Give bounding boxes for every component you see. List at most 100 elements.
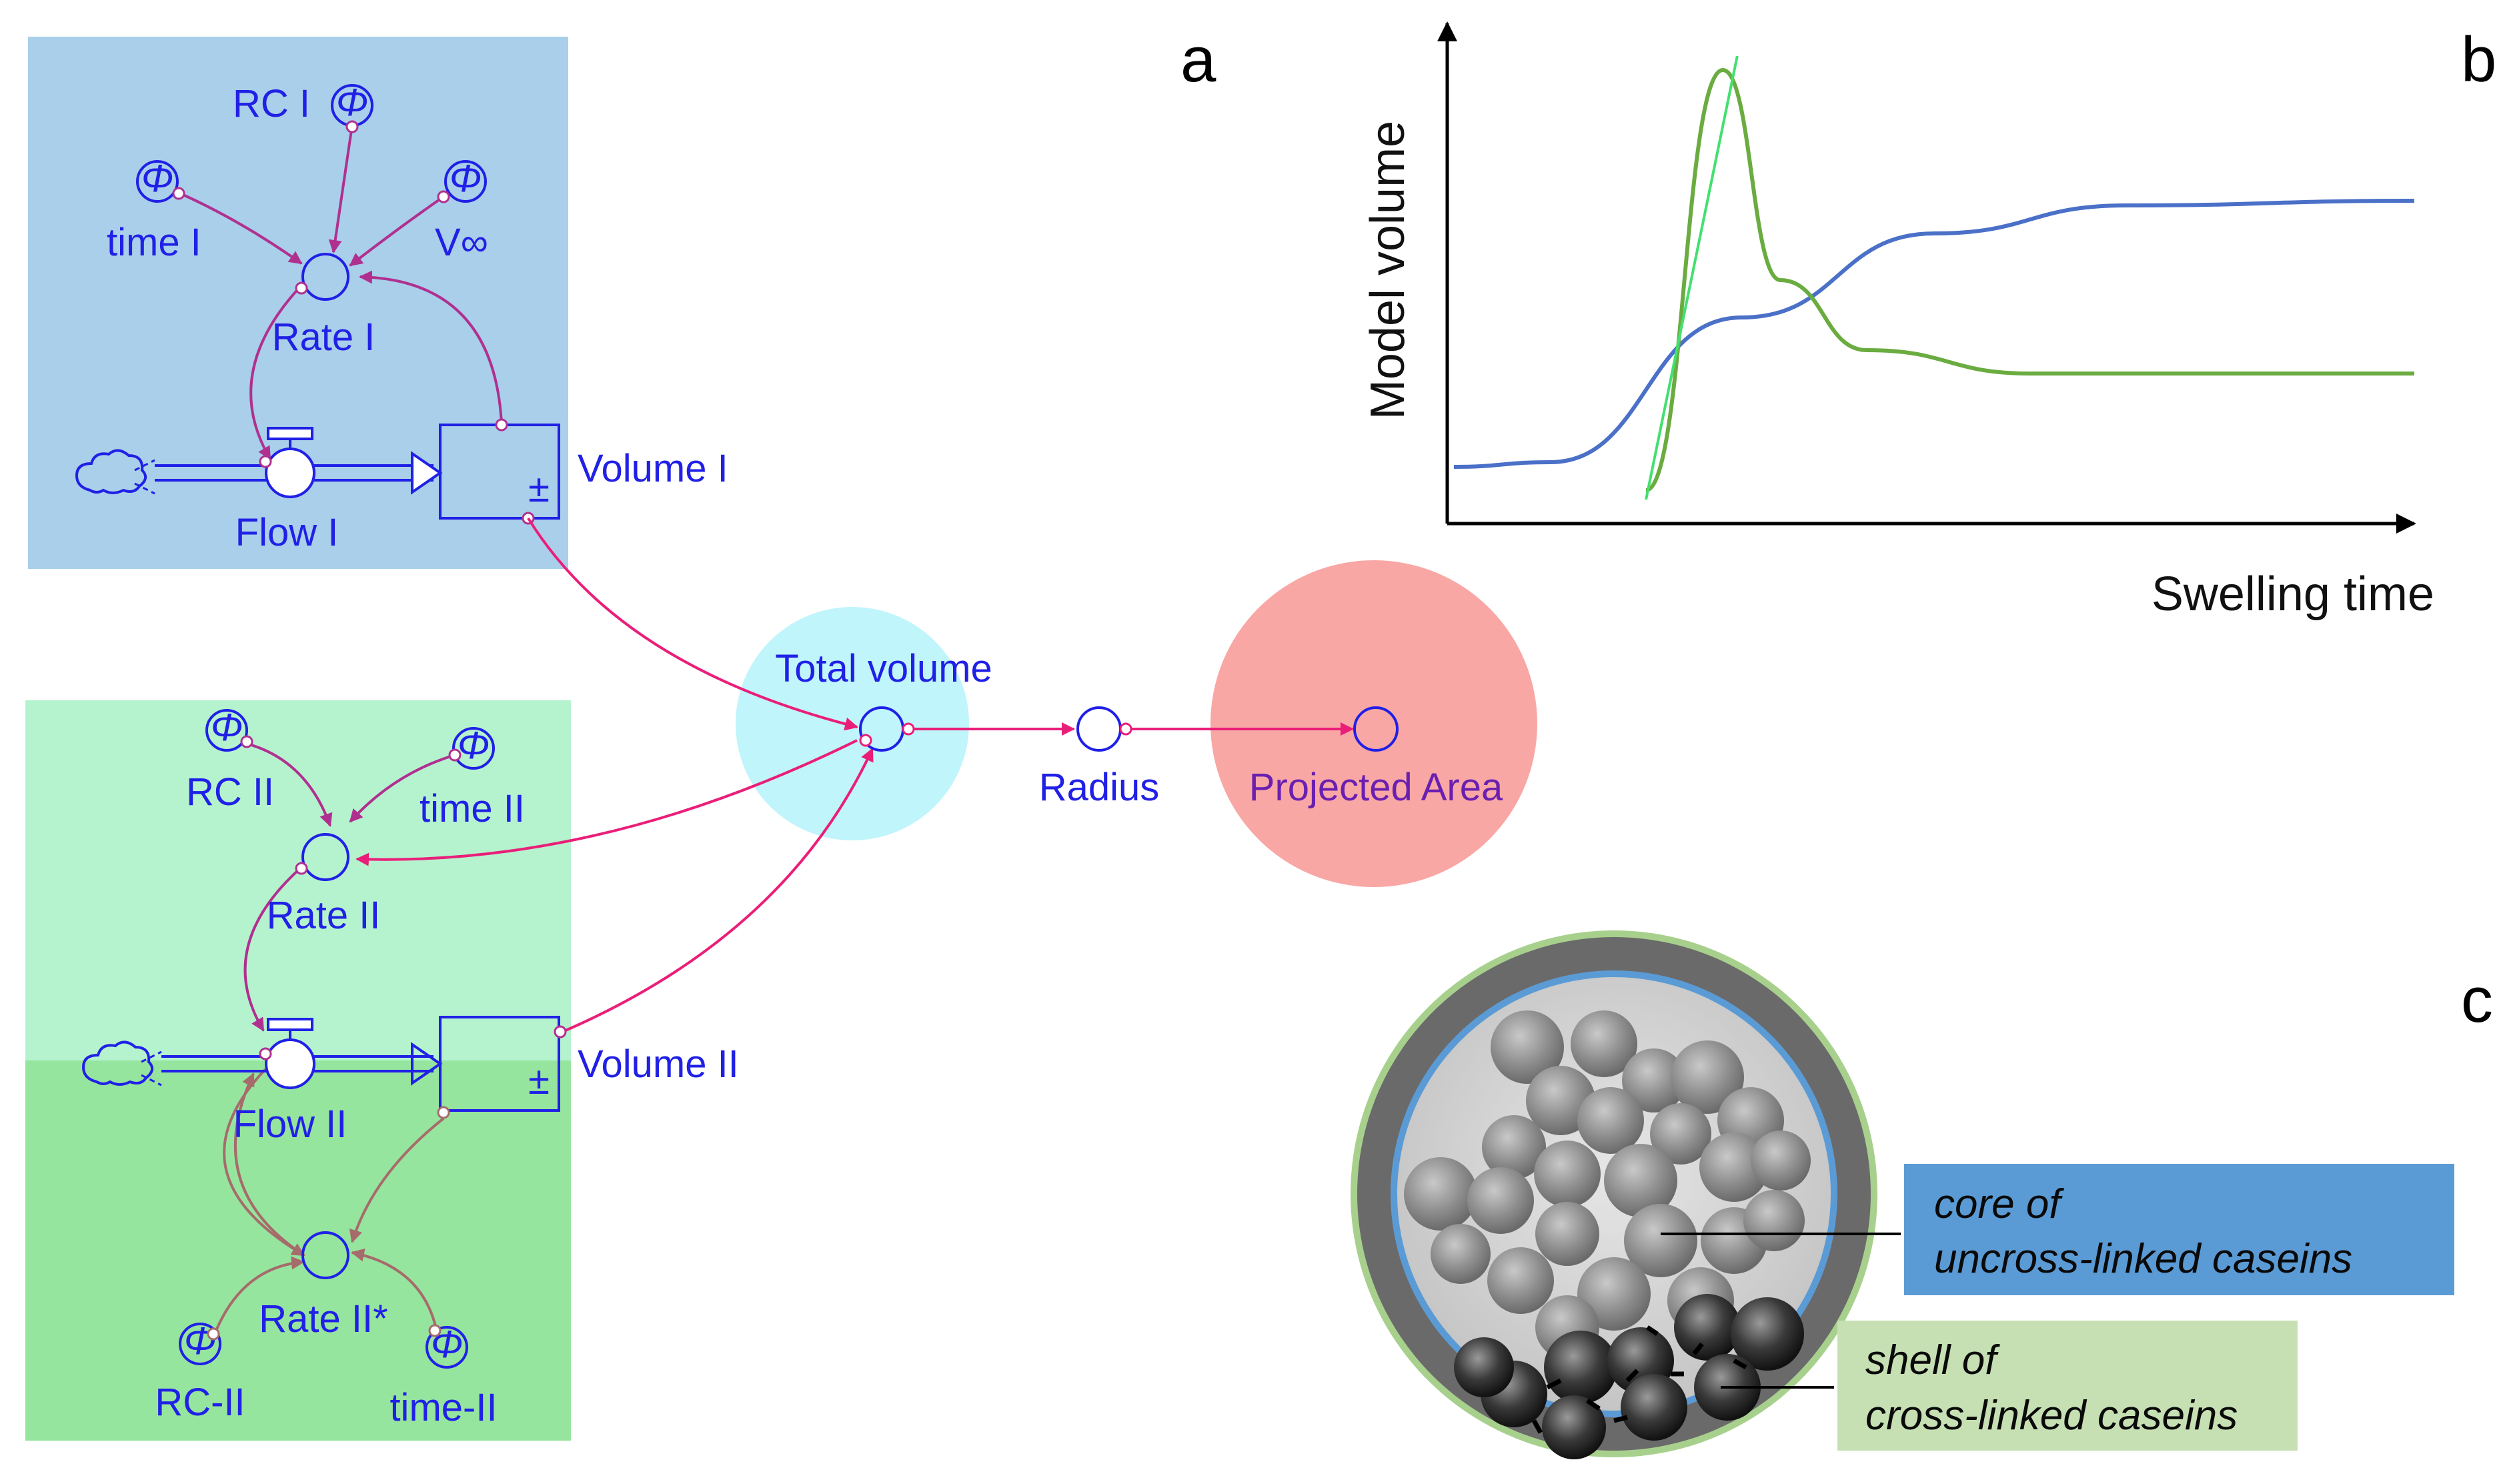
svg-text:Φ: Φ	[211, 706, 243, 749]
shell-label-line1: shell of	[1865, 1337, 2000, 1383]
projected-area-node	[1353, 706, 1399, 752]
volume-i-label: Volume I	[578, 447, 728, 490]
valve-icon	[265, 1038, 315, 1089]
volume-ii-stock: ± Volume II	[437, 1016, 739, 1119]
shell-particle	[1454, 1337, 1514, 1397]
rc-i-label: RC I	[233, 82, 310, 125]
rate-i-aux: Rate I	[272, 253, 375, 359]
svg-text:±: ±	[528, 467, 550, 510]
core-particle	[1487, 1247, 1554, 1314]
shell-particle	[1731, 1297, 1804, 1371]
svg-text:Φ: Φ	[141, 157, 174, 200]
connector-volume-ii-rate-star	[349, 1117, 445, 1243]
panel-label-b: b	[2461, 24, 2496, 95]
total-volume-label: Total volume	[775, 647, 992, 690]
series-line-2	[1645, 67, 2414, 492]
shell-particles	[1454, 1294, 1804, 1459]
rate-ii-aux: Rate II	[267, 833, 381, 937]
flow-i: Flow I	[75, 427, 443, 554]
core-particle	[1404, 1157, 1477, 1231]
crosslink-mark	[1646, 1325, 1659, 1336]
connector-rc-dash	[212, 1256, 305, 1338]
core-particles	[1404, 1010, 1811, 1359]
rc-dash-aux: Φ RC-II	[155, 1319, 245, 1424]
vinf-aux: Φ V∞	[435, 157, 488, 264]
module-ii-top-background	[25, 700, 571, 1060]
shell-particle	[1621, 1374, 1687, 1441]
core-particle	[1671, 1040, 1744, 1114]
panel-label-a: a	[1180, 24, 1216, 95]
core-particle	[1604, 1144, 1677, 1217]
crosslink-mark	[1531, 1419, 1543, 1434]
core-particle	[1650, 1103, 1711, 1165]
rate-ii-label: Rate II	[267, 894, 381, 937]
flow-ii: Flow II	[81, 1018, 443, 1146]
connector-volume-i-rate	[359, 270, 503, 424]
panel-label-c: c	[2461, 964, 2493, 1036]
total-volume-background	[736, 607, 969, 840]
crosslink-mark	[1733, 1358, 1747, 1370]
volume-i-stock: ± Volume I	[439, 418, 728, 525]
connector-rate-star-flow	[234, 1072, 305, 1257]
radius-node	[1076, 706, 1122, 752]
core-particle	[1571, 1010, 1637, 1077]
time-dash-aux: Φ time-II	[389, 1323, 497, 1429]
valve-icon	[265, 448, 315, 498]
svg-text:Φ: Φ	[450, 157, 482, 200]
rate-ii-star-label: Rate II*	[259, 1297, 387, 1341]
shell-particle	[1544, 1331, 1617, 1404]
radius-label: Radius	[1039, 766, 1160, 809]
rc-dash-label: RC-II	[155, 1381, 245, 1424]
connector-time-ii	[349, 754, 456, 823]
crosslink-mark	[1625, 1369, 1639, 1383]
svg-text:Φ: Φ	[184, 1319, 217, 1363]
shell-label-box	[1837, 1321, 2298, 1451]
cloud-icon	[75, 449, 147, 494]
core-particle	[1751, 1131, 1811, 1191]
rate-i-label: Rate I	[272, 315, 375, 359]
connector-time-dash	[351, 1248, 438, 1333]
crosslink-mark	[1586, 1399, 1601, 1411]
connector-rate-flow-i	[249, 285, 301, 460]
core-particle	[1535, 1202, 1599, 1266]
flow-ii-label: Flow II	[233, 1102, 347, 1146]
series-line-1	[1453, 199, 2415, 469]
core-particle	[1534, 1141, 1601, 1207]
core-particle	[1699, 1133, 1769, 1202]
core-particle	[1577, 1087, 1644, 1154]
connector-rc-i	[328, 125, 353, 253]
core-particle	[1491, 1010, 1564, 1084]
connector-rc-ii	[246, 742, 333, 827]
volume-ii-label: Volume II	[578, 1042, 739, 1086]
svg-text:±: ±	[528, 1059, 550, 1102]
time-i-aux: Φ time I	[107, 157, 201, 264]
y-axis-label: Model volume	[1361, 121, 1415, 420]
flow-i-label: Flow I	[235, 511, 339, 554]
svg-text:Φ: Φ	[458, 724, 490, 767]
time-i-label: time I	[107, 221, 201, 264]
shell-label-line2: cross-linked caseins	[1865, 1393, 2238, 1439]
core-particle	[1482, 1115, 1546, 1179]
core-label-line1: core of	[1934, 1181, 2064, 1227]
core-particle	[1743, 1190, 1805, 1251]
outputs: Total volume Radius Projected Area	[527, 517, 1503, 809]
core-particle	[1431, 1224, 1491, 1284]
core-particle	[1624, 1204, 1697, 1277]
time-ii-aux: Φ time II	[419, 724, 525, 830]
time-ii-label: time II	[419, 787, 525, 830]
connector-time-i	[179, 192, 303, 265]
micelle-illustration: core of uncross-linked caseins shell of …	[1351, 930, 2454, 1459]
connector-volume-i-total	[527, 517, 858, 731]
stock-flow-diagram: Φ RC I Φ time I Φ V∞ Rate I	[25, 37, 1537, 1441]
rc-ii-label: RC II	[186, 770, 274, 814]
module-i: Φ RC I Φ time I Φ V∞ Rate I	[75, 81, 728, 554]
rc-i-aux: Φ RC I	[233, 81, 373, 133]
core-label-box	[1904, 1164, 2454, 1295]
core-label-line2: uncross-linked caseins	[1934, 1236, 2352, 1282]
connector-vinf	[349, 195, 445, 267]
core-particle	[1577, 1257, 1651, 1331]
connector-total-rate-ii	[355, 739, 858, 866]
connector-volume-ii-total	[565, 748, 874, 1032]
time-dash-label: time-II	[389, 1386, 497, 1429]
